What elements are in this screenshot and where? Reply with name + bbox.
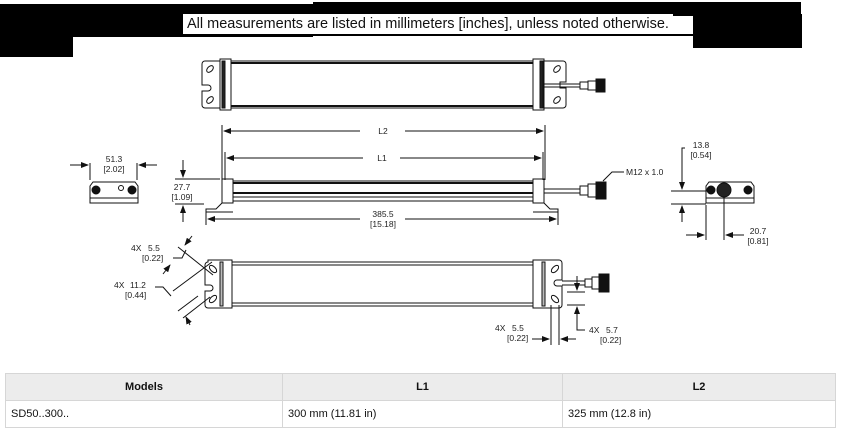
slot-length-left-in: [0.44] — [125, 290, 146, 300]
height-in: [1.09] — [171, 192, 192, 202]
front-view — [175, 125, 624, 225]
connector-thread: M12 x 1.0 — [626, 167, 664, 177]
redaction-bar-left-lower — [0, 37, 73, 57]
l2-label: L2 — [378, 126, 388, 136]
redaction-underline — [260, 34, 693, 36]
column-header-models: Models — [5, 373, 283, 401]
left-end-view — [70, 162, 157, 204]
overall-length-mm: 385.5 — [372, 209, 394, 219]
l1-label: L1 — [377, 153, 387, 163]
slot-width-left-in: [0.22] — [142, 253, 163, 263]
connector-height-mm: 13.8 — [693, 140, 710, 150]
dimension-drawing: 51.3 [2.02] 27.7 [1.09] L2 L1 385.5 [15.… — [70, 58, 769, 345]
slot-length-left-mm: 11.2 — [130, 280, 146, 290]
overall-length-in: [15.18] — [370, 219, 396, 229]
top-view — [201, 58, 606, 111]
height-mm: 27.7 — [174, 182, 191, 192]
slot-length-left-qty: 4X — [114, 280, 125, 290]
models-table: Models L1 L2 SD50..300.. 300 mm (11.81 i… — [5, 373, 836, 428]
dimension-labels: 51.3 [2.02] 27.7 [1.09] L2 L1 385.5 [15.… — [103, 126, 768, 345]
column-header-l1: L1 — [282, 373, 563, 401]
bottom-view — [155, 235, 610, 345]
slot-width-left-mm: 5.5 — [148, 243, 160, 253]
redaction-bar-right — [313, 2, 801, 16]
slot-offset-right-qty: 4X — [589, 325, 600, 335]
end-width-in: [2.02] — [103, 164, 124, 174]
slot-offset-right-mm: 5.7 — [606, 325, 618, 335]
connector-offset-mm: 20.7 — [750, 226, 767, 236]
end-width-mm: 51.3 — [106, 154, 123, 164]
slot-offset-right-in: [0.22] — [600, 335, 621, 345]
right-end-view — [671, 147, 755, 240]
cell-l1: 300 mm (11.81 in) — [282, 400, 563, 428]
table-header-row: Models L1 L2 — [5, 373, 836, 401]
cell-model: SD50..300.. — [5, 400, 283, 428]
connector-height-in: [0.54] — [690, 150, 711, 160]
redaction-bar-right-lower — [693, 14, 802, 48]
table-row: SD50..300.. 300 mm (11.81 in) 325 mm (12… — [5, 400, 836, 428]
connector-offset-in: [0.81] — [747, 236, 768, 246]
column-header-l2: L2 — [562, 373, 836, 401]
slot-width-right-in: [0.22] — [507, 333, 528, 343]
measurement-note: All measurements are listed in millimete… — [183, 14, 673, 34]
cell-l2: 325 mm (12.8 in) — [562, 400, 836, 428]
slot-width-left-qty: 4X — [131, 243, 142, 253]
slot-width-right-mm: 5.5 — [512, 323, 524, 333]
slot-width-right-qty: 4X — [495, 323, 506, 333]
